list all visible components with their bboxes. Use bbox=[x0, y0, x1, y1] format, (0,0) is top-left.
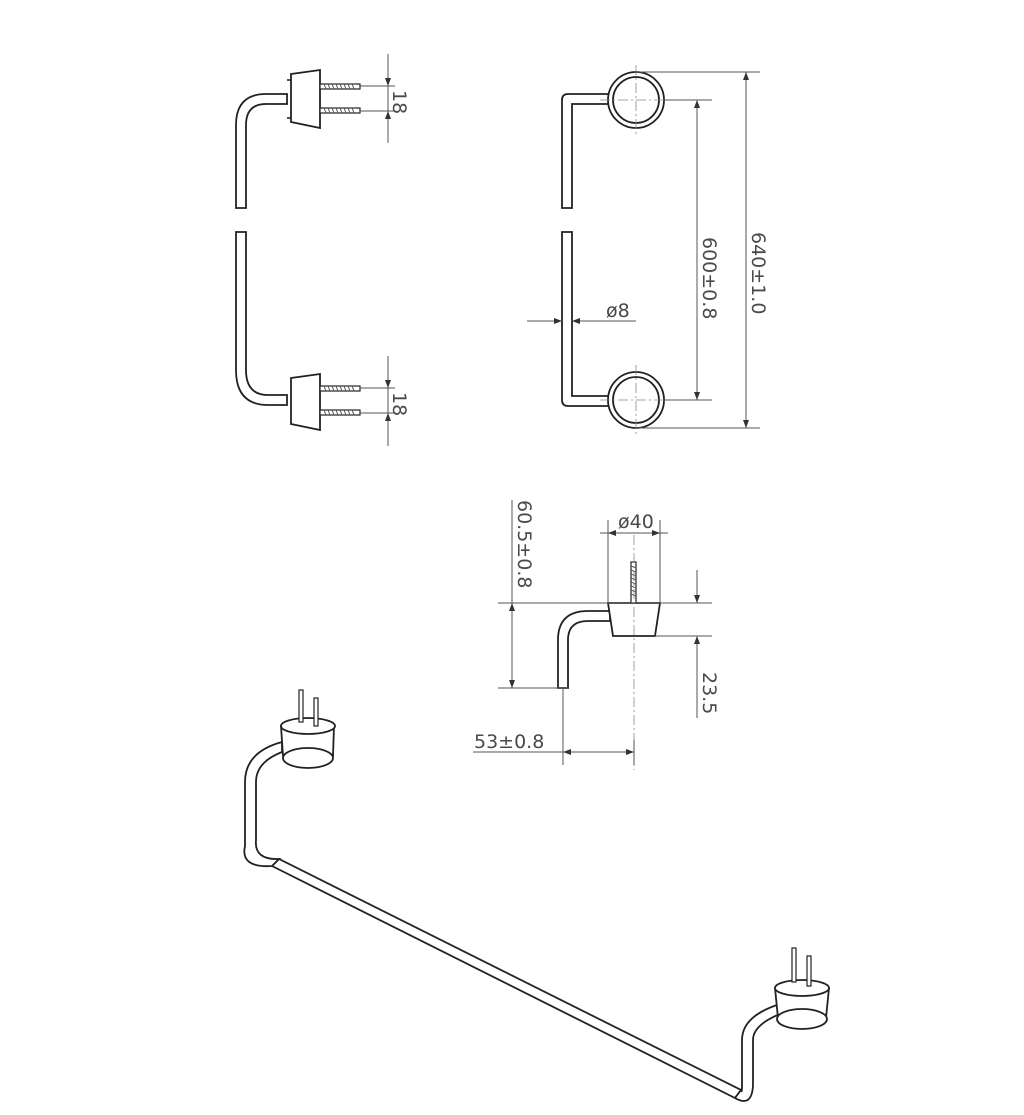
perspective-mount-right bbox=[774, 947, 830, 1030]
perspective-mount-left bbox=[280, 689, 336, 769]
top-view-rod-upper bbox=[235, 93, 288, 209]
side-view-rod bbox=[557, 610, 611, 689]
dim-rod-diameter: ø8 bbox=[527, 300, 636, 324]
perspective-view bbox=[243, 689, 830, 1102]
top-view-screws-lower bbox=[319, 385, 361, 416]
dim-text-o8: ø8 bbox=[606, 300, 630, 322]
perspective-arm-right bbox=[733, 1002, 781, 1102]
dim-center-distance: 600±0.8 bbox=[664, 99, 720, 401]
dim-text-600: 600±0.8 bbox=[698, 237, 720, 319]
dim-text-53: 53±0.8 bbox=[474, 731, 544, 753]
dim-text-60-5: 60.5±0.8 bbox=[513, 500, 535, 588]
dim-text-640: 640±1.0 bbox=[747, 232, 769, 314]
dim-overall-length: 640±1.0 bbox=[636, 71, 769, 429]
dim-text-18-top: 18 bbox=[388, 90, 410, 114]
front-view-rod-lower bbox=[561, 231, 611, 407]
dim-base-diameter: ø40 bbox=[600, 511, 668, 603]
top-view-mount-lower bbox=[290, 372, 321, 432]
top-view-mount-upper bbox=[290, 68, 321, 130]
front-view-rod-upper bbox=[561, 93, 611, 209]
dim-base-height: 23.5 bbox=[655, 570, 720, 718]
dim-screw-spacing-bottom: 18 bbox=[360, 356, 410, 446]
perspective-bar bbox=[270, 857, 743, 1100]
perspective-arm-left bbox=[243, 740, 283, 868]
dim-text-23-5: 23.5 bbox=[698, 672, 720, 714]
top-view: 18 18 bbox=[235, 54, 410, 446]
side-view: ø40 60.5±0.8 23.5 53±0.8 bbox=[473, 500, 720, 770]
dim-text-o40: ø40 bbox=[618, 511, 654, 533]
dim-text-18-bottom: 18 bbox=[388, 392, 410, 416]
top-view-rod-lower bbox=[235, 231, 288, 406]
top-view-screws-upper bbox=[319, 83, 361, 114]
dim-screw-spacing-top: 18 bbox=[360, 54, 410, 143]
front-view: 640±1.0 600±0.8 ø8 bbox=[527, 65, 769, 435]
dim-projection: 53±0.8 bbox=[473, 688, 635, 765]
dim-height: 60.5±0.8 bbox=[498, 500, 712, 689]
side-view-screw bbox=[630, 561, 637, 604]
